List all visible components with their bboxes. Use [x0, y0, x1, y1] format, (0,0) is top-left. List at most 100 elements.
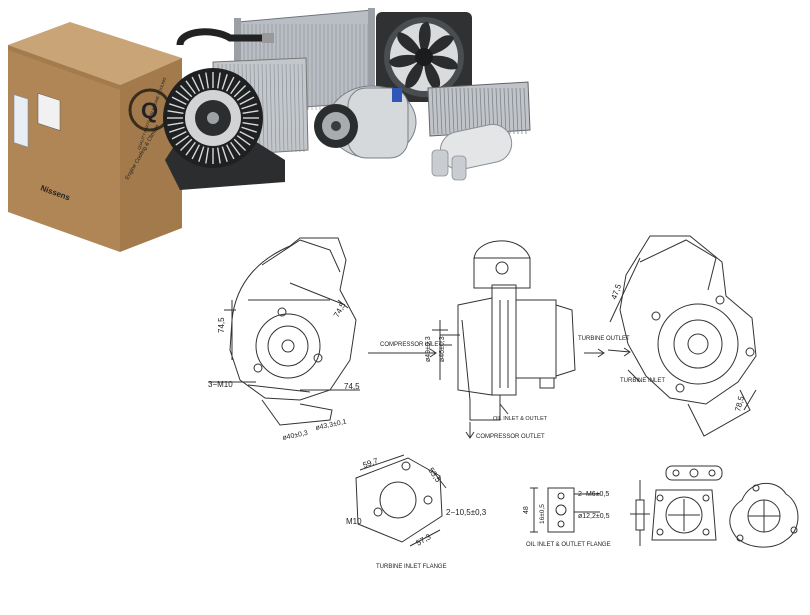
blower-vane: [239, 96, 255, 106]
oil-flange: 48 16±0,5 2−M6±0,5 ø12,2±0,5 OIL INLET &…: [523, 487, 611, 548]
fin-line: [471, 87, 475, 135]
blower-vane: [171, 96, 187, 106]
blower-vane: [205, 147, 209, 164]
left-dim-b: 74,5: [332, 301, 348, 319]
blower-vane: [169, 103, 185, 110]
triangular-gasket: [729, 482, 799, 548]
fan-blade: [423, 57, 441, 91]
flange-caption: TURBINE INLET FLANGE: [376, 564, 447, 570]
fin-line: [475, 87, 479, 135]
blower-vane: [179, 138, 193, 152]
fin-line: [507, 87, 511, 135]
right-dim-b: 78,5: [733, 395, 746, 413]
oil-thread: 2−M6±0,5: [578, 491, 609, 498]
blower-vane: [217, 72, 221, 89]
fin-line: [261, 63, 265, 153]
blower-vane: [175, 90, 190, 101]
blower-vane: [242, 110, 259, 114]
fin-line: [293, 63, 297, 153]
fan-blade: [418, 21, 431, 57]
blower-vane: [217, 147, 221, 164]
fin-line: [269, 63, 273, 153]
blower-vane: [167, 110, 184, 114]
product-photo: Q Nissens Engine Cooling & Climate QUALI…: [8, 8, 531, 252]
center-dia-1: ø49±0,3: [425, 336, 432, 362]
blower-vane: [171, 130, 187, 140]
technical-drawing: 74,5 74,5 74,5 3−M10 ø40±0,3 ø43,3±0,1: [208, 235, 799, 570]
receiver-drier: [431, 123, 513, 181]
blower-vane: [167, 122, 184, 126]
fin-line: [439, 87, 443, 135]
blower-vane: [236, 135, 251, 146]
compressor-inlet-label: COMPRESSOR INLET: [380, 342, 442, 348]
blower-vane: [241, 126, 257, 133]
fin-line: [447, 87, 451, 135]
compressor-outlet-label: COMPRESSOR OUTLET: [476, 434, 545, 440]
blower-vane: [169, 126, 185, 133]
center-dia-2: ø46±0,3: [439, 336, 446, 362]
fin-line: [273, 63, 277, 153]
oil-inlet-outlet-label: OIL INLET & OUTLET: [493, 416, 548, 422]
fin-line: [285, 63, 289, 153]
ac-compressor: [314, 85, 417, 159]
flange-dim-a: 59,7: [362, 456, 380, 470]
blower-vane: [230, 80, 241, 95]
blower-vane: [185, 141, 196, 156]
fan-blade: [424, 35, 454, 57]
fin-line: [265, 63, 269, 153]
blower-vane: [205, 72, 209, 89]
fin-line: [451, 87, 455, 135]
blower-vane: [239, 130, 255, 140]
fin-line: [515, 87, 519, 135]
turbo-center-view: COMPRESSOR INLET COMPRESSOR OUTLET TURBI…: [368, 240, 630, 440]
blower-vane: [175, 135, 190, 146]
radiator-fan: [376, 12, 472, 102]
fin-line: [463, 87, 467, 135]
blower-vane: [225, 76, 235, 92]
box-badge: Q: [141, 98, 158, 123]
oil-dim-a: 48: [523, 506, 530, 514]
left-bore-1: ø40±0,3: [282, 430, 309, 442]
flange-thread: M10: [346, 517, 362, 526]
oil-caption: OIL INLET & OUTLET FLANGE: [526, 542, 611, 548]
nissens-box: Q Nissens Engine Cooling & Climate QUALI…: [8, 22, 182, 252]
flange-holes: 2−10,5±0,3: [446, 508, 487, 517]
rectangular-gasket: [651, 489, 717, 541]
fin-line: [301, 63, 305, 153]
fin-line: [467, 87, 471, 135]
turbine-outlet-label: TURBINE OUTLET: [578, 336, 630, 342]
blower-vane: [198, 74, 205, 90]
flange-dim-c: 57,3: [415, 532, 433, 548]
turbine-inlet-flange: 59,7 53,5 57,3 M10 2−10,5±0,3 TURBINE IN…: [346, 454, 487, 570]
fin-line: [431, 87, 435, 135]
fin-line: [455, 87, 459, 135]
blower-vane: [179, 84, 193, 98]
turbo-right-view: 47,5 78,5 TURBINE INLET: [607, 235, 757, 437]
heater-core: [427, 81, 531, 137]
blower-vane: [233, 84, 247, 98]
turbo-left-view: 74,5 74,5 74,5 3−M10 ø40±0,3 ø43,3±0,1: [208, 237, 360, 442]
blower-motor: [163, 68, 285, 190]
blower-vane: [242, 122, 259, 126]
fan-blade: [405, 57, 425, 88]
blower-vane: [221, 146, 228, 162]
fin-line: [435, 87, 439, 135]
turbine-inlet-label: TURBINE INLET: [620, 378, 665, 384]
fin-line: [503, 87, 507, 135]
fin-line: [459, 87, 463, 135]
blower-vane: [236, 90, 251, 101]
fan-blade: [397, 31, 424, 57]
blower-vane: [191, 144, 201, 160]
fin-line: [511, 87, 515, 135]
oil-pipe: [630, 480, 650, 546]
fin-line: [523, 87, 527, 135]
blower-vane: [185, 80, 196, 95]
oil-dim-b: 16±0,5: [539, 504, 546, 524]
blower-vane: [241, 103, 257, 110]
blower-vane: [221, 74, 228, 90]
fin-line: [277, 63, 281, 153]
fin-line: [281, 63, 285, 153]
blower-vane: [225, 144, 235, 160]
left-dim-c: 74,5: [344, 382, 360, 391]
